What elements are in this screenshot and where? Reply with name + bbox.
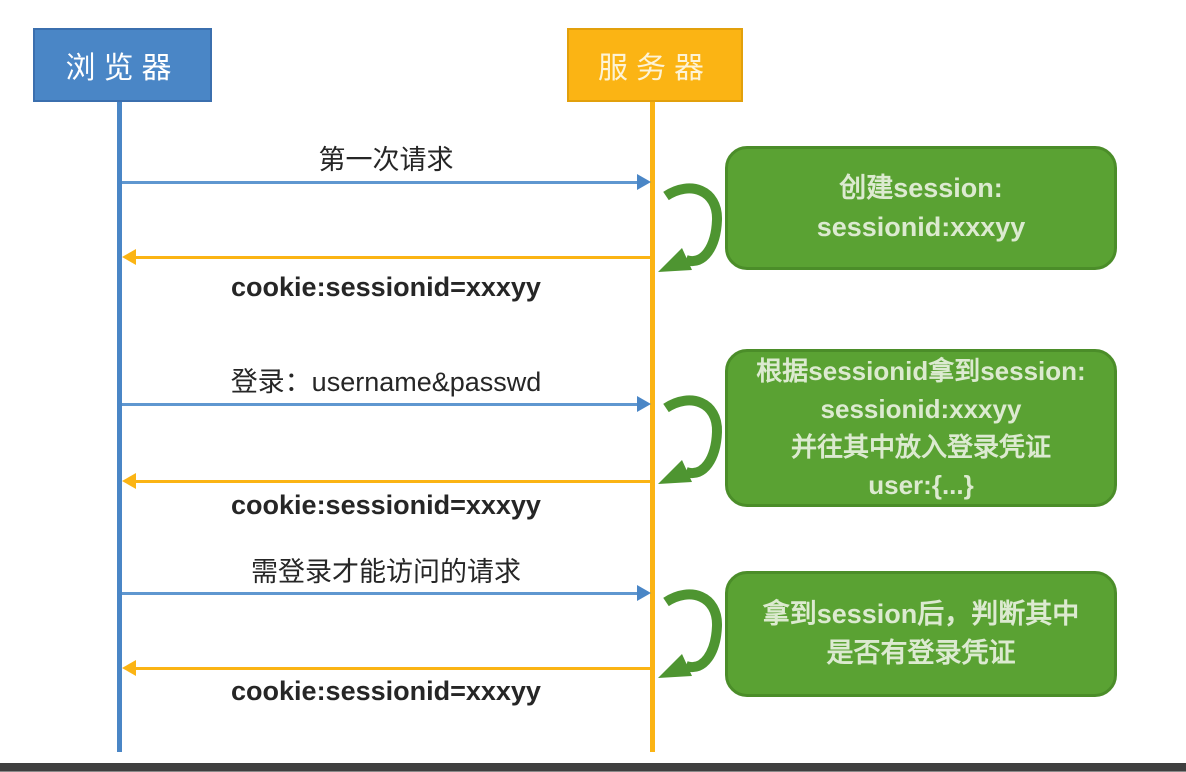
self-loop-arrow-icon: [658, 395, 723, 484]
note-line: 并往其中放入登录凭证: [790, 432, 1051, 462]
arrowhead-left-icon: [122, 660, 136, 676]
arrowhead-left-icon: [122, 249, 136, 265]
actor-browser-box: 浏览器: [33, 28, 212, 102]
server-lifeline: [650, 102, 655, 752]
note-line: sessionid:xxxyy: [820, 394, 1022, 424]
actor-browser-label: 浏览器: [65, 52, 180, 85]
note-line: 根据sessionid拿到session:: [756, 356, 1086, 386]
arrowhead-right-icon: [637, 396, 651, 412]
note-line: 创建session:: [839, 173, 1003, 203]
note-line: 是否有登录凭证: [826, 638, 1016, 668]
message-label-login: 登录：username&passwd: [230, 367, 542, 397]
actor-server-box: 服务器: [567, 28, 743, 102]
note-line: user:{...}: [868, 470, 974, 500]
arrowhead-right-icon: [637, 174, 651, 190]
response-arrow-1: [136, 256, 651, 259]
message-label-cookie-2: cookie:sessionid=xxxyy: [231, 490, 541, 520]
self-loop-arrow-icon: [658, 183, 723, 272]
note-create-session: 创建session: sessionid:xxxyy: [725, 146, 1117, 270]
note-check-credential: 拿到session后，判断其中 是否有登录凭证: [725, 571, 1117, 697]
arrowhead-right-icon: [637, 585, 651, 601]
browser-lifeline: [117, 102, 122, 752]
response-arrow-3: [136, 667, 651, 670]
note-line: 拿到session后，判断其中: [762, 599, 1080, 629]
arrowhead-left-icon: [122, 473, 136, 489]
note-line: sessionid:xxxyy: [816, 212, 1026, 242]
message-label-first-request: 第一次请求: [318, 145, 454, 175]
message-label-auth-request: 需登录才能访问的请求: [251, 557, 521, 587]
actor-server-label: 服务器: [598, 52, 712, 85]
note-get-session-store-credential: 根据sessionid拿到session: sessionid:xxxyy 并往…: [725, 349, 1117, 507]
response-arrow-2: [136, 480, 651, 483]
request-arrow-3: [122, 592, 640, 595]
request-arrow-1: [122, 181, 640, 184]
message-label-cookie-1: cookie:sessionid=xxxyy: [231, 272, 541, 302]
message-label-cookie-3: cookie:sessionid=xxxyy: [231, 676, 541, 706]
self-loop-arrow-icon: [658, 589, 723, 678]
bottom-edge-bar: [0, 763, 1186, 772]
request-arrow-2: [122, 403, 640, 406]
